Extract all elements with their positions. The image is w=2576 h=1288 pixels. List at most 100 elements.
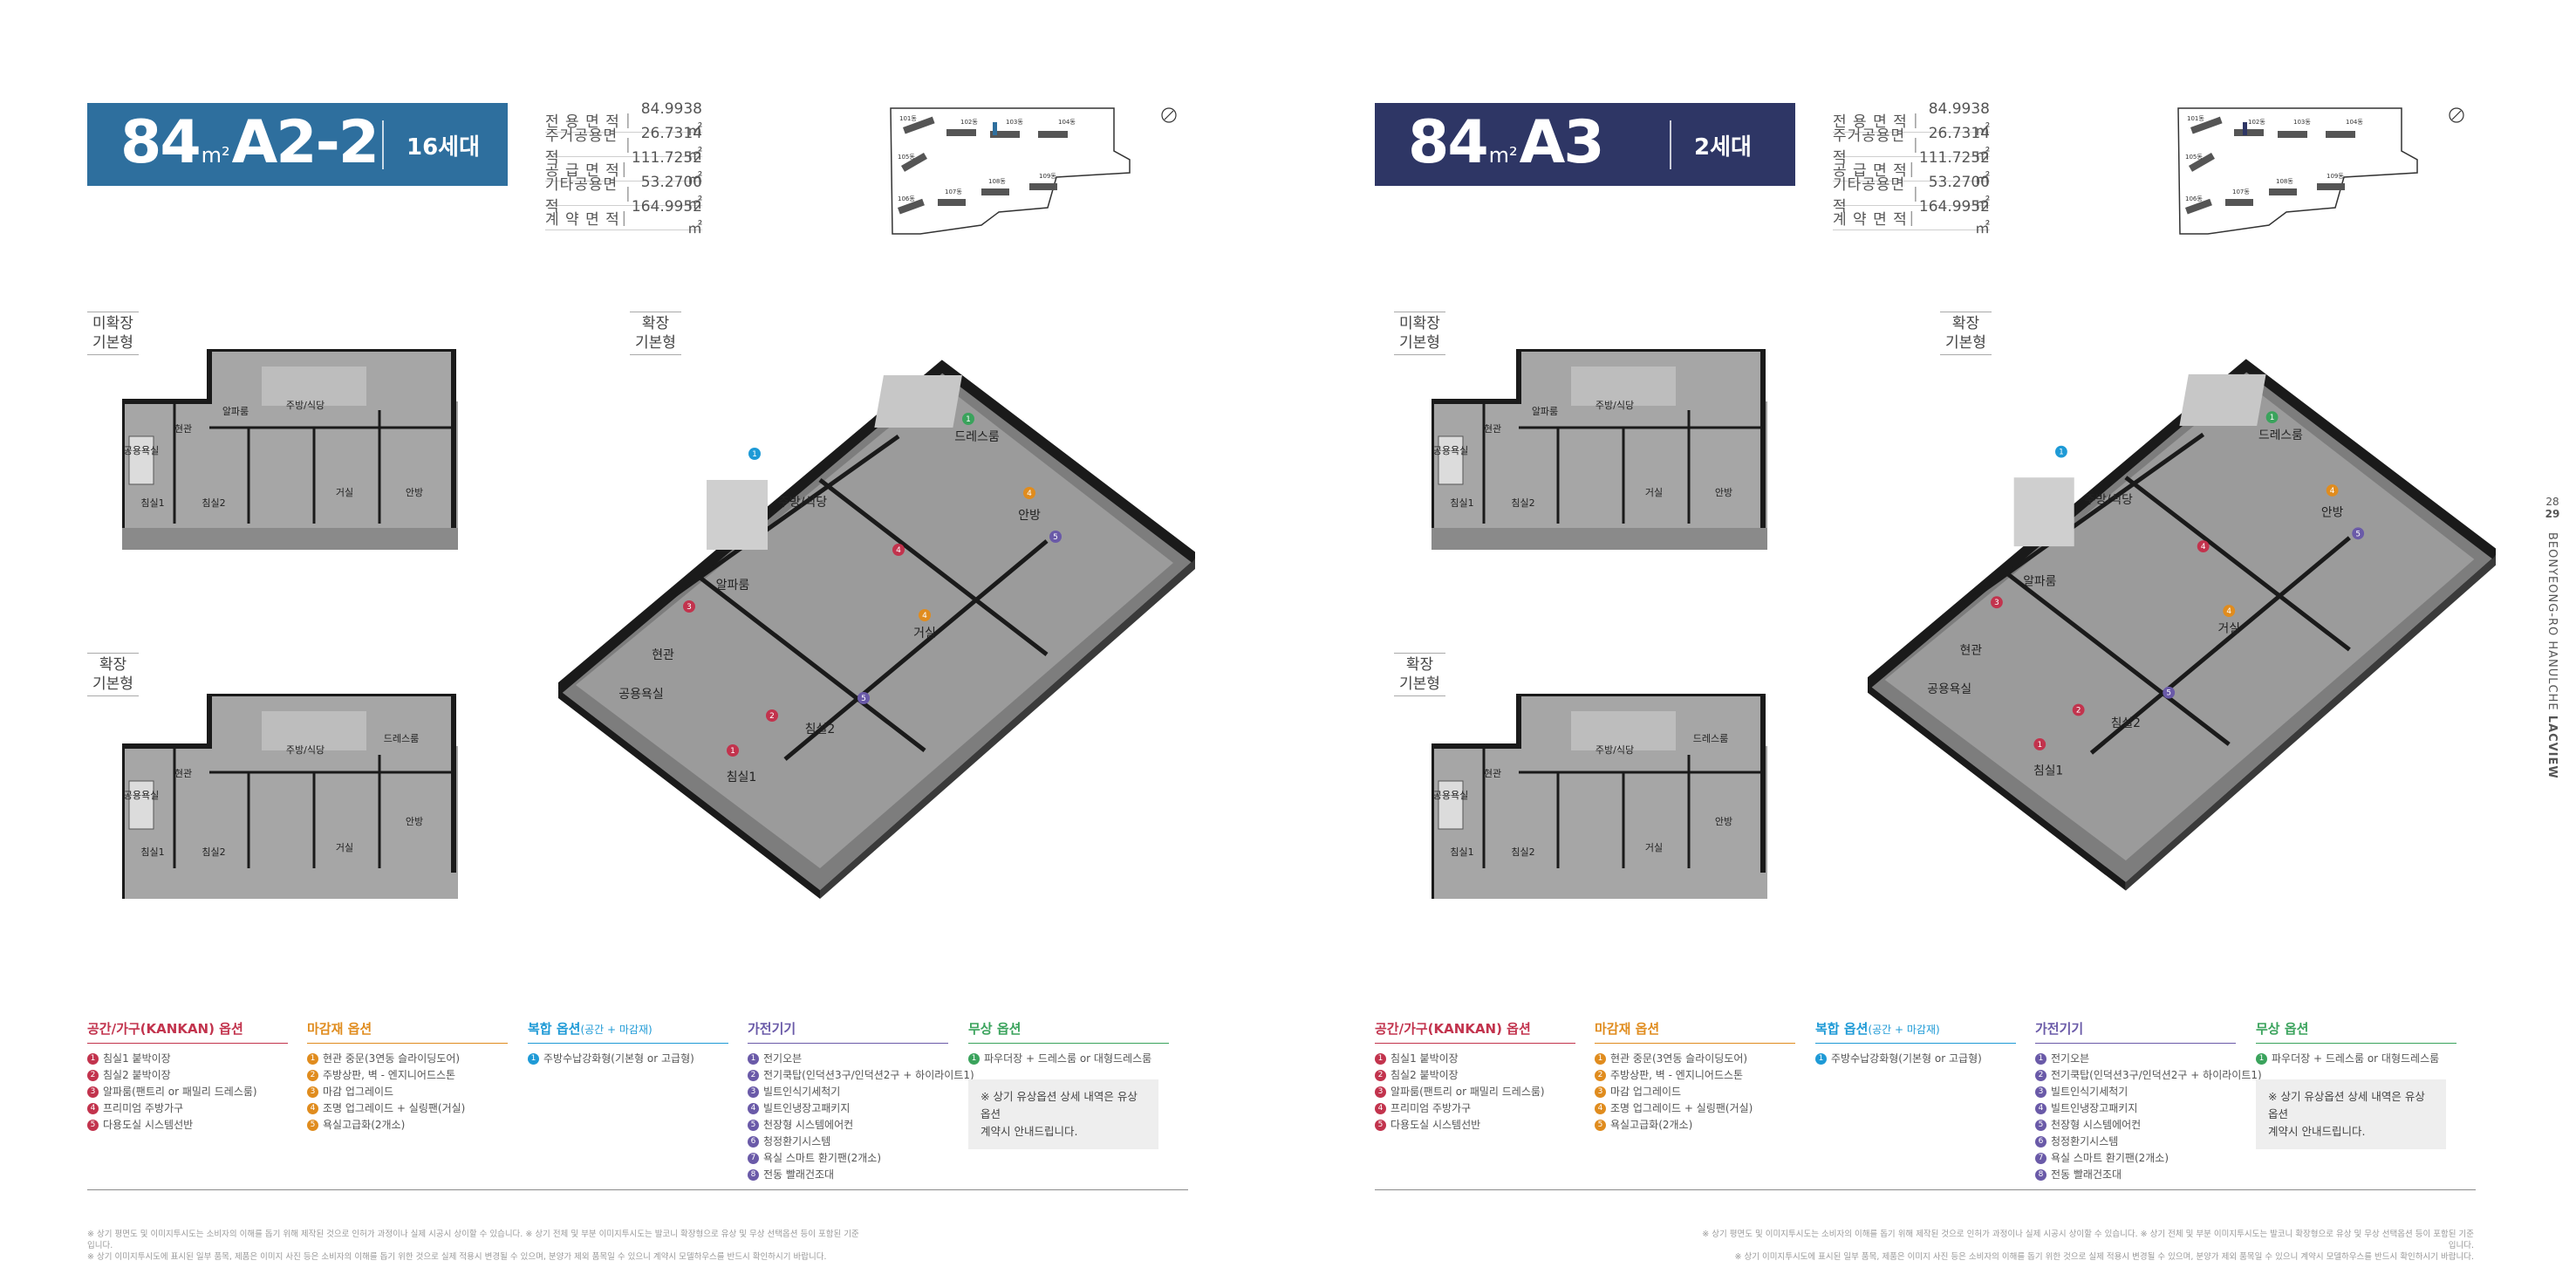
- room-label: 현관: [1484, 423, 1501, 435]
- site-building-label: 108동: [2276, 178, 2293, 185]
- unit-model: 84m²A2-2: [120, 108, 379, 177]
- site-building-label: 106동: [898, 195, 915, 202]
- svg-text:1: 1: [2270, 414, 2275, 422]
- room-label: 주방/식당: [1595, 400, 1634, 411]
- area-table: 전 용 면 적|84.9938㎡ 주거공용면적|26.7314㎡ 공 급 면 적…: [545, 100, 702, 237]
- room-label: 침실1: [140, 846, 164, 858]
- room-label: 주방/식당: [286, 744, 325, 756]
- room-label: 거실: [336, 842, 353, 853]
- room-label: 드레스룸: [384, 733, 419, 744]
- unit-model: 84m²A3: [1408, 108, 1605, 177]
- site-building-label: 101동: [2187, 115, 2204, 122]
- area-row: 주거공용면적|26.7314㎡: [1833, 125, 1990, 167]
- site-building-label: 105동: [898, 154, 915, 161]
- svg-text:4: 4: [922, 612, 927, 620]
- site-building-label: 102동: [2248, 119, 2265, 126]
- unit-type-header: 84m²A2-2 16세대: [87, 103, 508, 186]
- svg-text:4: 4: [2201, 543, 2206, 552]
- room-label: 침실2: [805, 723, 836, 736]
- site-building-label: 102동: [960, 119, 978, 126]
- area-row: 기타공용면적|53.2700㎡: [1833, 174, 1990, 216]
- site-building-label: 106동: [2185, 195, 2203, 202]
- room-label: 공용욕실: [618, 688, 664, 702]
- household-count: 2세대: [1694, 134, 1752, 161]
- room-label: 공용욕실: [1433, 790, 1468, 801]
- area-row: 공 급 면 적|111.7252㎡: [545, 149, 702, 188]
- svg-text:1: 1: [730, 747, 735, 756]
- room-label: 알파룸: [716, 579, 750, 593]
- area-row: 전 용 면 적|84.9938㎡: [1833, 100, 1990, 140]
- room-label: 침실2: [202, 846, 225, 858]
- svg-text:4: 4: [2330, 487, 2335, 496]
- header-divider: [1670, 120, 1671, 169]
- svg-text:4: 4: [1027, 490, 1032, 498]
- compass-icon: [2449, 107, 2464, 123]
- footer-rule: [1375, 1189, 2476, 1190]
- area-table: 전 용 면 적|84.9938㎡ 주거공용면적|26.7314㎡ 공 급 면 적…: [1833, 100, 1990, 237]
- floor-plan-expanded: 현관 공용욕실 주방/식당 거실 안방 침실1 침실2 드레스룸: [122, 694, 458, 899]
- site-building-label: 108동: [988, 178, 1006, 185]
- room-label: 거실: [1645, 487, 1663, 498]
- room-label: 알파룸: [2023, 574, 2056, 588]
- site-building-label: 109동: [1039, 173, 1056, 180]
- room-label: 현관: [652, 648, 674, 662]
- site-plan-map: 101동 102동 103동 104동 105동 106동 107동 108동 …: [890, 107, 1177, 235]
- site-building-label: 104동: [2346, 119, 2363, 126]
- room-label: 안방: [1715, 816, 1732, 827]
- room-label: 안방: [406, 487, 423, 498]
- unit-type-header: 84m²A3 2세대: [1375, 103, 1795, 186]
- room-label: 알파룸: [1532, 405, 1558, 417]
- disclaimer: ※ 상기 평면도 및 이미지투시도는 소비자의 이해를 돕기 위해 제작된 것으…: [87, 1230, 859, 1262]
- room-label: 침실2: [1511, 497, 1534, 509]
- area-row: 공 급 면 적|111.7252㎡: [1833, 149, 1990, 188]
- area-row: 계 약 면 적|164.9952㎡: [1833, 198, 1990, 237]
- svg-text:5: 5: [2166, 689, 2171, 698]
- isometric-view: 거실 안방 침실2 침실1 현관 공용욕실 알파룸 주방/식당 드레스룸 1 4…: [558, 360, 1195, 899]
- room-label: 공용욕실: [1927, 682, 1971, 696]
- svg-text:4: 4: [896, 546, 901, 555]
- svg-text:1: 1: [752, 450, 757, 459]
- room-label: 드레스룸: [2258, 428, 2303, 442]
- room-label: 주방/식당: [2084, 493, 2133, 507]
- svg-text:2: 2: [769, 712, 775, 721]
- room-label: 거실: [2218, 622, 2240, 636]
- svg-text:4: 4: [2226, 607, 2231, 616]
- svg-text:1: 1: [966, 415, 971, 424]
- disclaimer: ※ 상기 평면도 및 이미지투시도는 소비자의 이해를 돕기 위해 제작된 것으…: [1702, 1230, 2474, 1262]
- floor-plan-unexpanded: 현관 공용욕실 주방/식당 거실 안방 침실1 침실2 알파룸: [122, 349, 458, 550]
- compass-icon: [1161, 107, 1177, 123]
- site-building-label: 109동: [2327, 173, 2344, 180]
- room-label: 안방: [1018, 509, 1041, 523]
- room-label: 침실1: [2033, 764, 2063, 778]
- room-label: 안방: [1715, 487, 1732, 498]
- svg-text:5: 5: [1053, 533, 1058, 542]
- area-row: 주거공용면적|26.7314㎡: [545, 125, 702, 167]
- room-label: 공용욕실: [124, 790, 159, 801]
- svg-text:1: 1: [2037, 741, 2042, 750]
- room-label: 공용욕실: [1433, 445, 1468, 456]
- room-label: 현관: [174, 768, 192, 779]
- room-label: 주방/식당: [286, 400, 325, 411]
- option-markers: 1 4 4 5 3 1 2 5 4 1: [683, 413, 1062, 757]
- svg-text:1: 1: [2059, 449, 2064, 457]
- room-label: 침실1: [1450, 497, 1473, 509]
- room-label: 드레스룸: [954, 430, 1000, 444]
- room-label: 안방: [406, 816, 423, 827]
